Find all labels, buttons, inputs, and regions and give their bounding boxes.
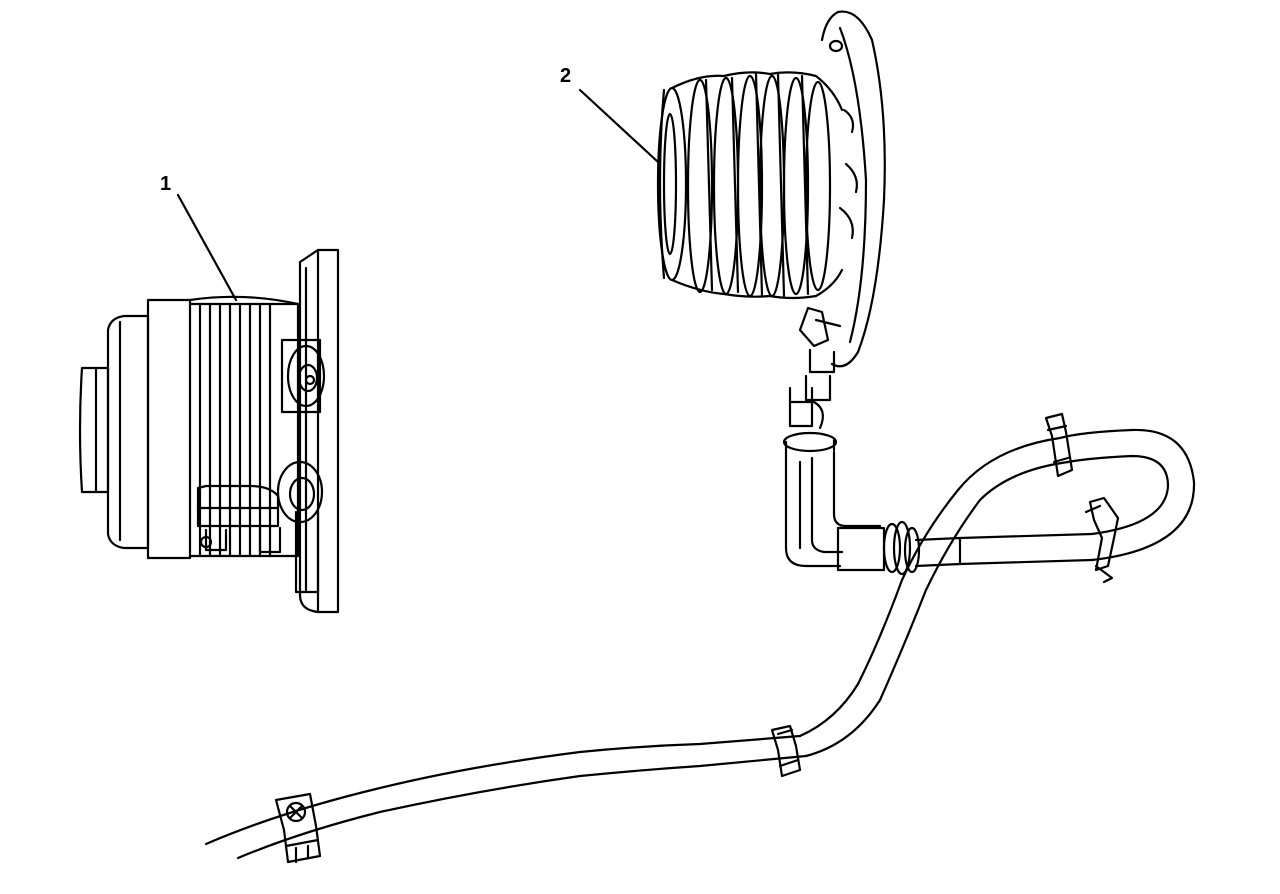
hose-clip-lower bbox=[274, 792, 322, 864]
part-2-release-bearing bbox=[656, 10, 921, 576]
callout-2-leader bbox=[578, 88, 660, 164]
callout-1-label: 1 bbox=[160, 173, 171, 195]
part-1-release-bearing bbox=[78, 248, 340, 614]
callout-1-leader bbox=[176, 193, 238, 302]
hose-clip-middle bbox=[770, 724, 802, 778]
hose-clip-right bbox=[1084, 496, 1120, 584]
hydraulic-hose bbox=[204, 428, 1196, 860]
callout-2-label: 2 bbox=[560, 65, 571, 87]
hose-clip-upper bbox=[1044, 412, 1074, 478]
